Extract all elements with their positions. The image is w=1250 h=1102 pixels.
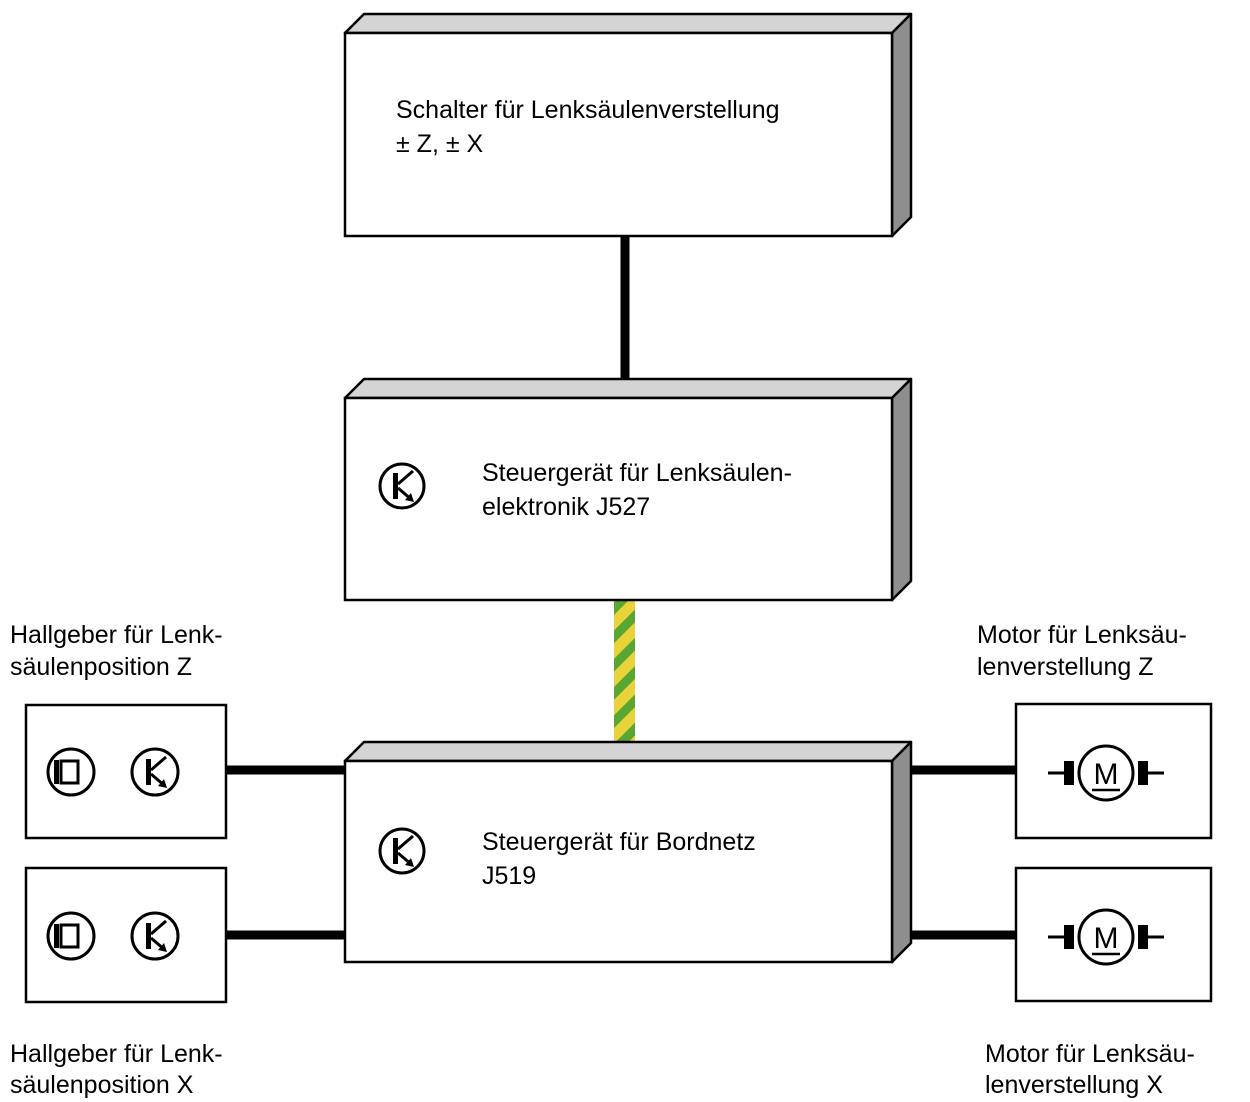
hall-x-label-line1: Hallgeber für Lenk-: [10, 1040, 223, 1068]
j527-control-unit-box: [343, 377, 913, 602]
transistor-icon: [378, 462, 426, 510]
j527-label-line1: Steuergerät für Lenksäulen-: [482, 459, 792, 487]
switch-label-line2: ± Z, ± X: [396, 130, 484, 158]
motor-symbol-label: M: [1094, 922, 1119, 955]
hall-x-label-line2: säulenposition X: [10, 1071, 194, 1099]
hall-z-label-line2: säulenposition Z: [10, 653, 193, 681]
transistor-icon: [130, 911, 180, 961]
motor-x-label-line1: Motor für Lenksäu-: [985, 1040, 1195, 1068]
can-bus-wire-j527-j519: [614, 600, 635, 750]
j519-control-unit-box: [343, 740, 913, 964]
switch-box: [343, 12, 913, 238]
j519-label-line1: Steuergerät für Bordnetz: [482, 828, 756, 856]
j519-label-line2: J519: [482, 862, 537, 890]
motor-symbol-label: M: [1094, 758, 1119, 791]
hall-z-label-line1: Hallgeber für Lenk-: [10, 621, 223, 649]
motor-z-label-line1: Motor für Lenksäu-: [977, 621, 1187, 649]
j527-label-line2: elektronik J527: [482, 493, 651, 521]
switch-label-line1: Schalter für Lenksäulenverstellung: [396, 96, 780, 124]
motor-icon: M: [1048, 744, 1164, 802]
transistor-icon: [130, 747, 180, 797]
motor-icon: M: [1048, 908, 1164, 966]
hall-element-icon: [46, 747, 96, 797]
motor-x-label-line2: lenverstellung X: [985, 1071, 1163, 1099]
transistor-icon: [378, 827, 426, 875]
motor-z-label-line2: lenverstellung Z: [977, 653, 1154, 681]
hall-element-icon: [46, 911, 96, 961]
